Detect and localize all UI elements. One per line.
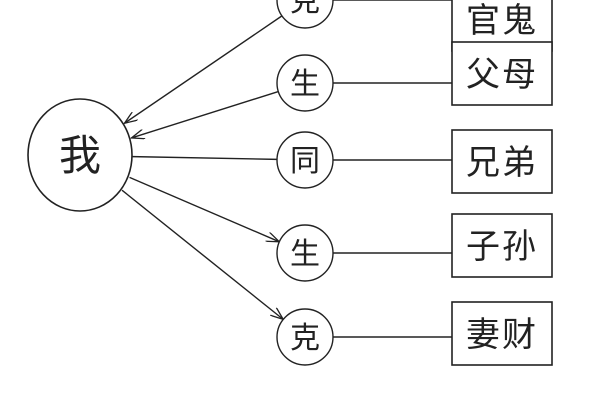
target-box: 兄弟 (451, 129, 553, 194)
relation-label: 生 (290, 237, 320, 272)
relation-arrow-2 (113, 155, 278, 161)
relation-node: 生 (276, 224, 334, 282)
relation-node: 生 (276, 54, 334, 112)
target-box: 子孙 (451, 213, 553, 278)
center-label: 我 (59, 131, 101, 180)
target-label: 妻财 (466, 315, 538, 355)
relation-arrow-0 (124, 15, 283, 123)
relation-node: 克 (276, 0, 334, 29)
target-label: 父母 (466, 55, 538, 95)
relation-arrow-4 (121, 189, 283, 319)
target-box: 父母 (451, 41, 553, 106)
relation-label: 克 (290, 321, 320, 356)
relation-label: 克 (290, 0, 320, 19)
relation-arrow-1 (131, 90, 279, 138)
center-node: 我 (27, 98, 133, 212)
relation-arrow-3 (129, 176, 280, 241)
relation-circle (276, 308, 334, 366)
relation-circle (276, 224, 334, 282)
target-box: 妻财 (451, 301, 553, 366)
target-label: 兄弟 (466, 143, 538, 183)
target-label: 子孙 (466, 227, 538, 267)
relation-circle (276, 0, 334, 29)
relation-label: 同 (290, 144, 320, 179)
relation-label: 生 (290, 67, 320, 102)
relation-node: 克 (276, 308, 334, 366)
target-label: 官鬼 (466, 1, 538, 41)
relation-circle (276, 54, 334, 112)
relation-node: 同 (276, 131, 334, 189)
relation-circle (276, 131, 334, 189)
